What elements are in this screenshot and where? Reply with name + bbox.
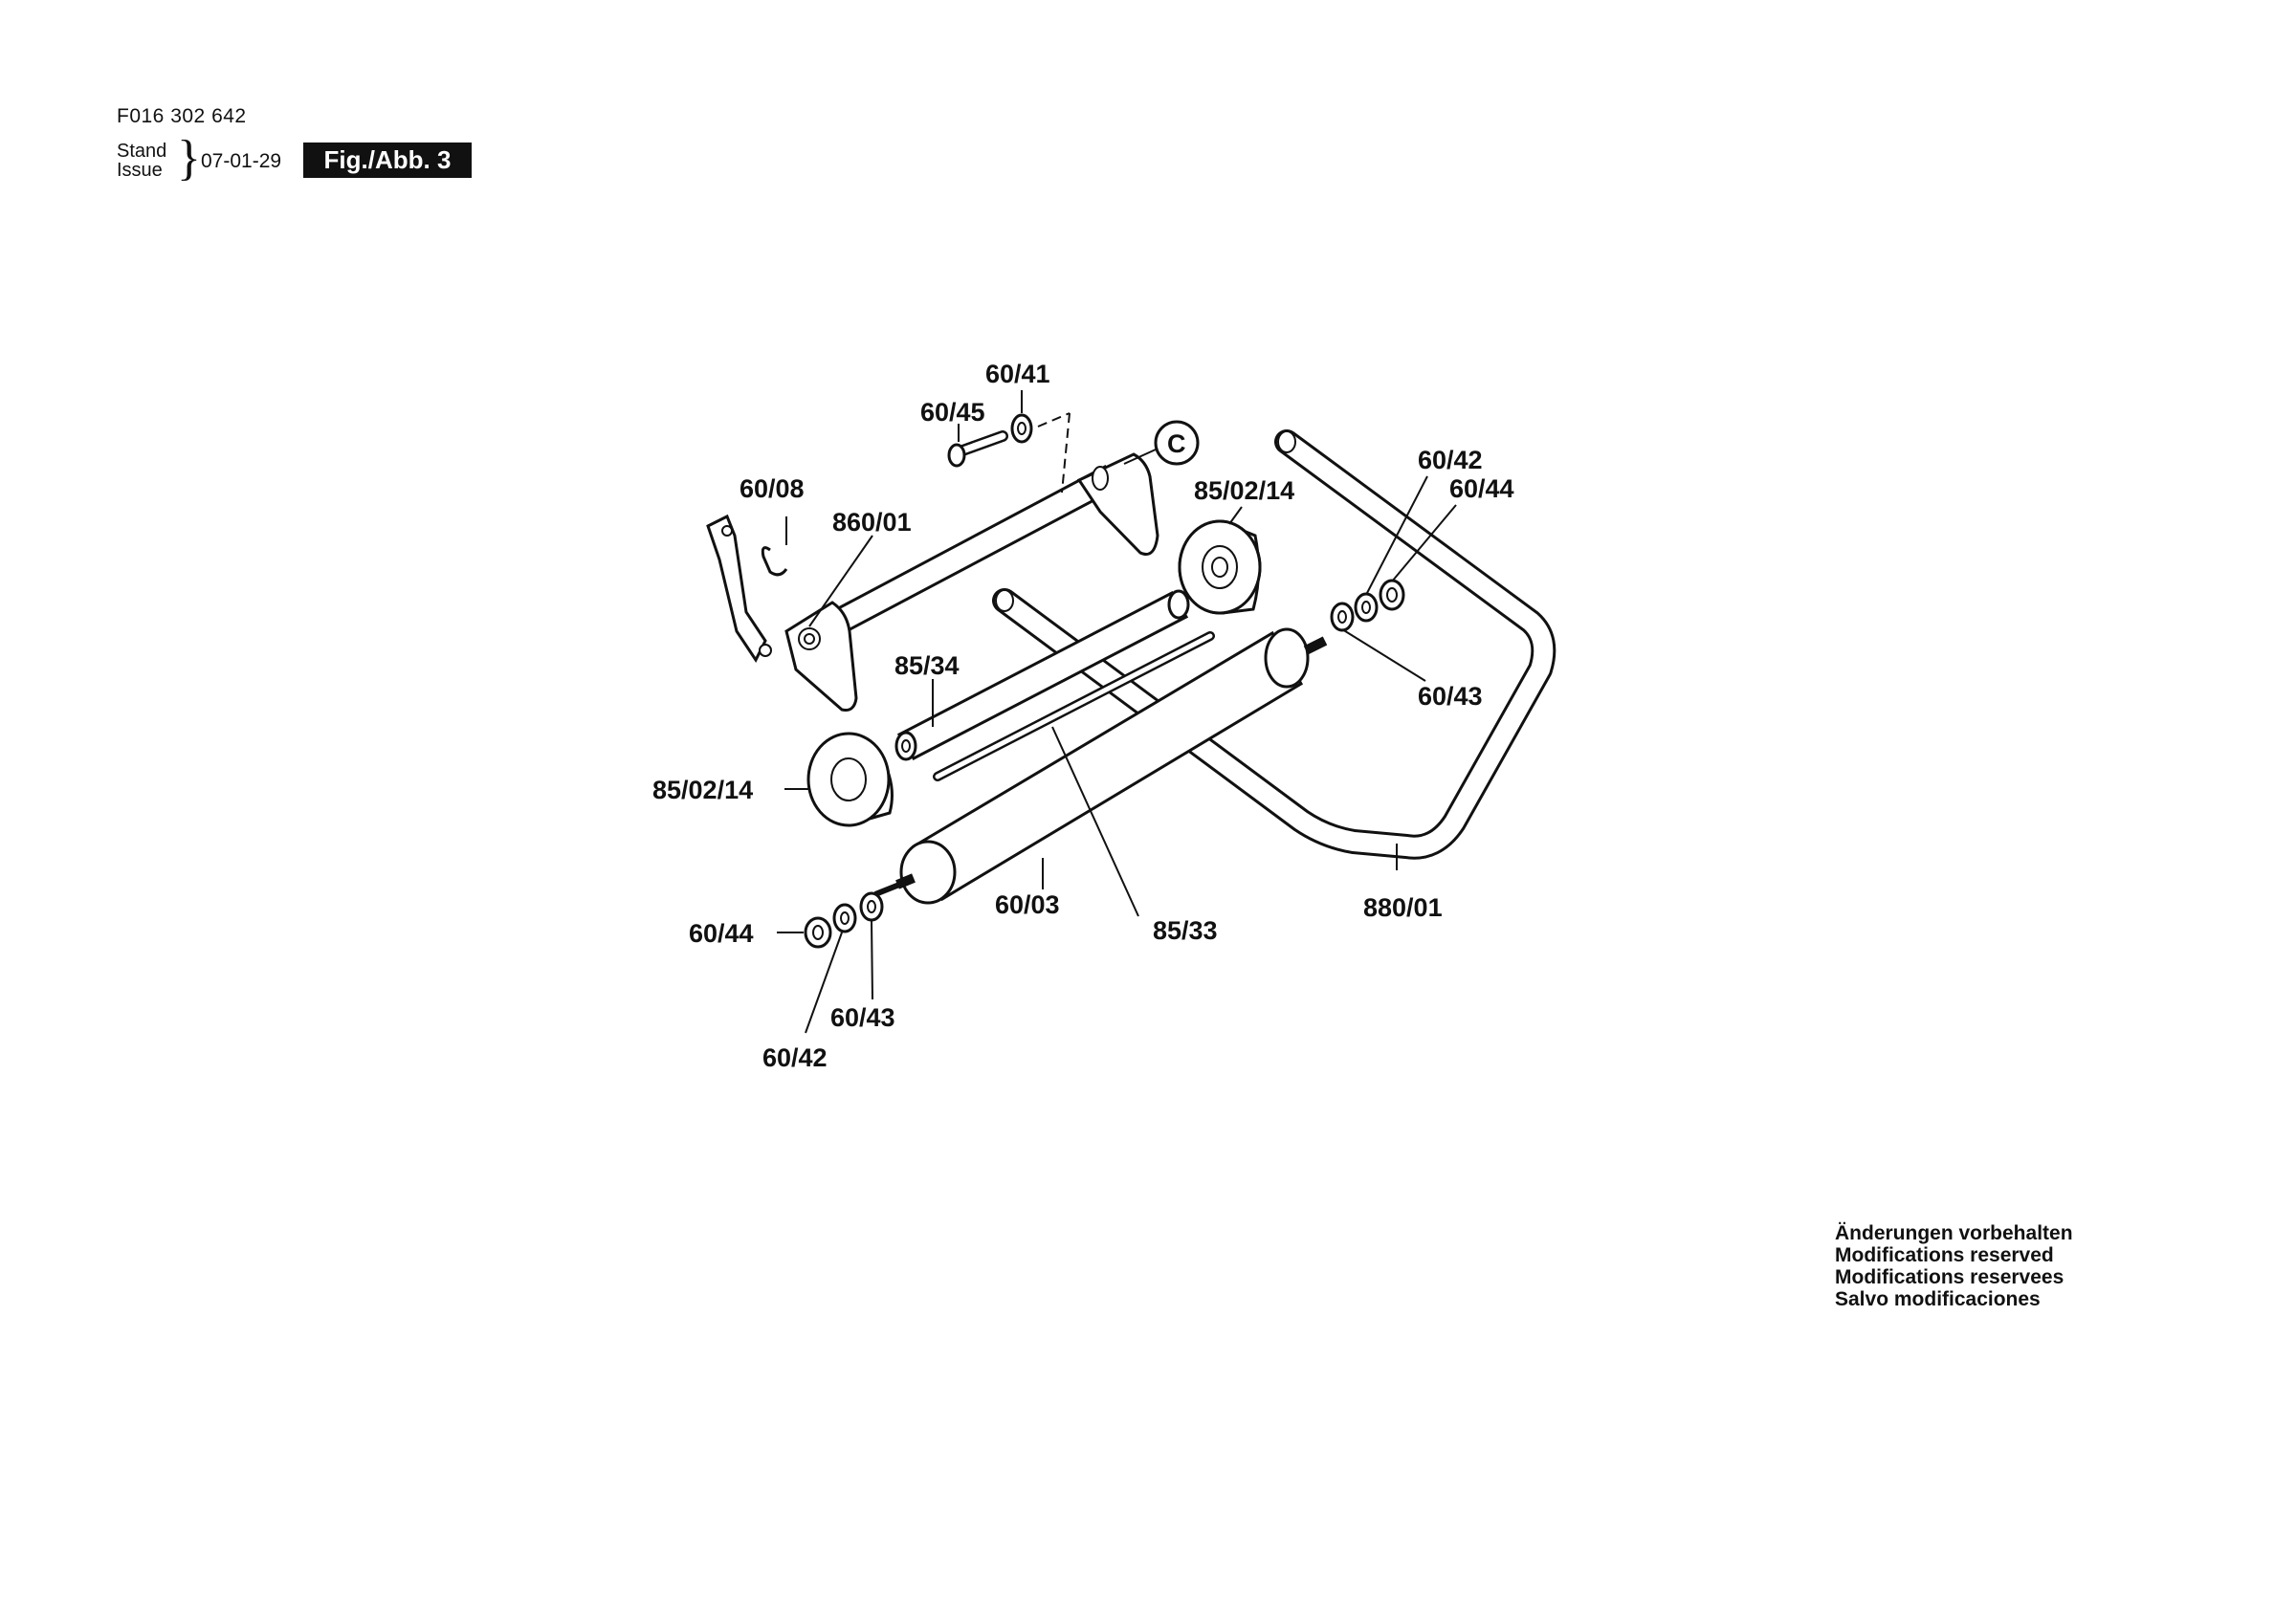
note-english: Modifications reserved [1835, 1244, 2054, 1266]
callout-60-42-left: 60/42 [762, 1043, 828, 1072]
callout-60-42-right: 60/42 [1418, 446, 1483, 474]
callout-880-01: 880/01 [1363, 893, 1443, 922]
note-french: Modifications reservees [1835, 1266, 2064, 1288]
washer-60-42-right [1354, 592, 1379, 623]
roller-tube-85-34 [894, 589, 1190, 761]
issue-date: 07-01-29 [201, 150, 282, 172]
callout-85-02-14-lower: 85/02/14 [652, 776, 753, 804]
callout-60-08: 60/08 [740, 474, 805, 503]
callout-c-leader [1123, 449, 1157, 465]
callout-85-02-14-upper: 85/02/14 [1194, 476, 1294, 505]
washer-60-43-left [859, 891, 884, 922]
callout-60-03: 60/03 [995, 890, 1060, 919]
handle-bar [992, 429, 1556, 860]
callout-85-34: 85/34 [894, 651, 960, 680]
main-axle-bracket [706, 452, 1159, 712]
washer-60-43-right [1330, 602, 1355, 632]
callout-860-01: 860/01 [832, 508, 912, 537]
stand-label: Stand [117, 141, 167, 162]
brace-icon: } [177, 131, 201, 186]
note-german: Änderungen vorbehalten [1835, 1222, 2073, 1244]
wheel-upper [1178, 519, 1262, 615]
callout-60-45: 60/45 [920, 398, 985, 427]
issue-label: Issue [117, 160, 163, 181]
modification-notes: Änderungen vorbehalten Modifications res… [1835, 1222, 2073, 1310]
washer-60-41 [1010, 413, 1033, 444]
washer-60-42-left [832, 903, 857, 933]
stand-issue-label: Stand Issue [117, 142, 166, 180]
callout-c: C [1167, 429, 1186, 458]
threaded-rod [933, 631, 1215, 781]
wheel-lower [806, 732, 894, 827]
leader-lines [777, 390, 1457, 1034]
callout-60-43-left: 60/43 [830, 1003, 895, 1032]
note-spanish: Salvo modificaciones [1835, 1288, 2041, 1310]
figure-label: Fig./Abb. 3 [303, 143, 472, 178]
assembly-dashed-line [1061, 412, 1071, 493]
document-number: F016 302 642 [117, 105, 247, 127]
callout-60-44-right: 60/44 [1449, 474, 1514, 503]
main-roller [873, 627, 1328, 905]
callout-c-circle [1154, 420, 1200, 466]
callout-60-43-right: 60/43 [1418, 682, 1483, 711]
nut-60-44-left [804, 916, 832, 949]
clip-part [761, 546, 788, 577]
callout-85-33: 85/33 [1153, 916, 1218, 945]
callout-60-44-left: 60/44 [689, 919, 754, 948]
callout-60-41: 60/41 [985, 360, 1050, 388]
screw-part [947, 430, 1008, 468]
nut-60-44-right [1379, 579, 1405, 611]
assembly-dashed-line-2 [1037, 412, 1071, 428]
